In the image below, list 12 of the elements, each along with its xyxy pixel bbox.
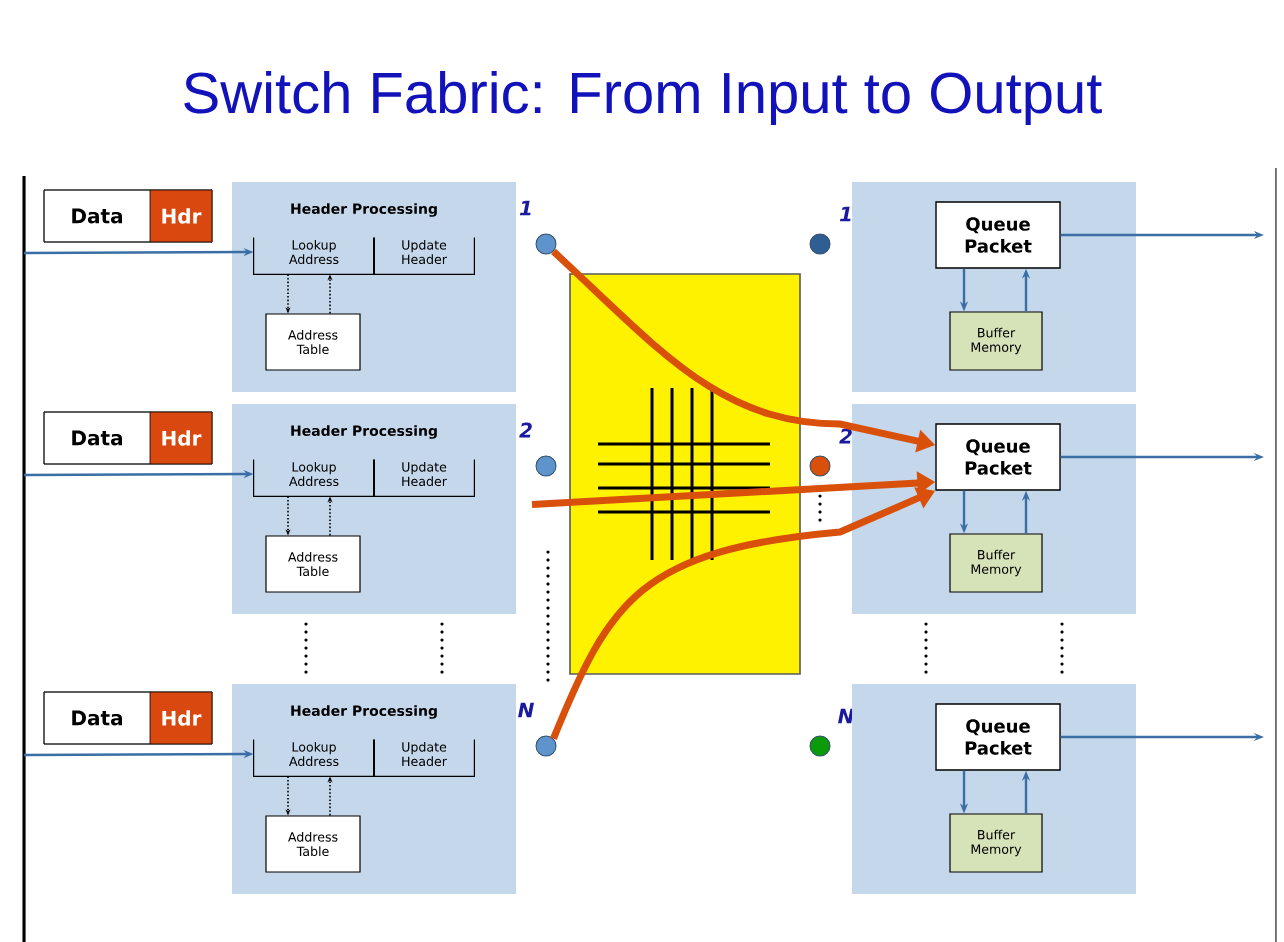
title: Switch Fabric: From Input to Output [184,70,1102,126]
packet-box: Data Hdr [43,411,213,465]
packet-box: Data Hdr [43,691,213,745]
port-number: 1 [519,200,531,216]
port-number: N [518,702,534,718]
queue-box: Queue Packet [935,423,1061,491]
queue-box: Queue Packet [935,201,1061,269]
port-number: 1 [839,206,851,222]
packet-box: Data Hdr [43,189,213,243]
port-number: 2 [519,422,532,438]
queue-box: Queue Packet [935,703,1061,771]
port-number: 2 [839,428,852,444]
